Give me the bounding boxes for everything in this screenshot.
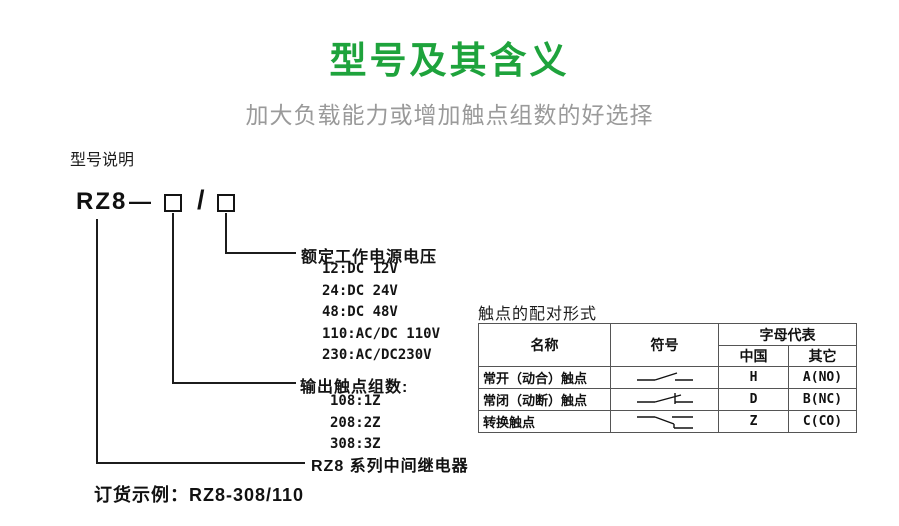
china-code: D (718, 388, 789, 411)
voltage-option: 110:AC/DC 110V (322, 325, 441, 342)
model-section-label: 型号说明 (70, 152, 135, 169)
contact-name: 常闭（动断）触点 (478, 388, 611, 411)
order-example: 订货示例：RZ8-308/110 (94, 485, 305, 505)
voltage-option: 230:AC/DC230V (322, 347, 432, 364)
page-subtitle: 加大负载能力或增加触点组数的好选择 (245, 102, 654, 128)
table-header-row-1: 名称 符号 字母代表 (478, 323, 857, 367)
col-header-symbol: 符号 (610, 323, 719, 367)
table-row: 常闭（动断）触点 D B(NC) (478, 388, 857, 411)
china-code: H (718, 366, 789, 389)
model-contact-code-placeholder-box (164, 194, 182, 212)
col-header-other: 其它 (788, 345, 857, 367)
voltage-option: 48:DC 48V (322, 304, 398, 321)
changeover-contact-symbol-icon (610, 410, 719, 433)
contact-option: 108:1Z (330, 393, 381, 409)
china-code: Z (718, 410, 789, 433)
normally-closed-contact-symbol-icon (610, 388, 719, 411)
contact-option: 308:3Z (330, 436, 381, 453)
contact-group-title: 输出触点组数: (300, 379, 409, 396)
model-slash: / (197, 185, 205, 215)
table-row: 常开（动合）触点 H A(NO) (478, 366, 857, 389)
other-code: B(NC) (788, 388, 857, 411)
voltage-option: 24:DC 24V (322, 282, 398, 299)
model-dash: — (129, 189, 151, 214)
contact-name: 转换触点 (478, 410, 611, 433)
table-row: 转换触点 Z C(CO) (478, 410, 857, 433)
contact-option-list: 108:1Z 208:2Z 308:3Z (330, 391, 381, 456)
contact-table-title: 触点的配对形式 (478, 306, 598, 323)
normally-open-contact-symbol-icon (610, 366, 719, 389)
contact-pairing-table: 名称 符号 字母代表 中国 其它 常开（动合）触点 H A(NO) (478, 323, 857, 433)
voltage-group-title: 额定工作电源电压 (301, 249, 438, 266)
col-header-name: 名称 (478, 323, 611, 367)
series-label: RZ8 系列中间继电器 (311, 458, 469, 475)
voltage-option: 12:DC 12V (322, 261, 398, 277)
voltage-option-list: 12:DC 12V 24:DC 24V 48:DC 48V 110:AC/DC … (322, 259, 440, 367)
col-header-letter-group: 字母代表 (718, 323, 857, 346)
contact-option: 208:2Z (330, 414, 381, 431)
contact-name: 常开（动合）触点 (478, 366, 611, 389)
col-header-china: 中国 (718, 345, 789, 367)
model-voltage-code-placeholder-box (217, 194, 235, 212)
other-code: A(NO) (788, 366, 857, 389)
model-prefix: RZ8 (76, 188, 128, 215)
page-title: 型号及其含义 (329, 40, 570, 81)
other-code: C(CO) (788, 410, 857, 433)
